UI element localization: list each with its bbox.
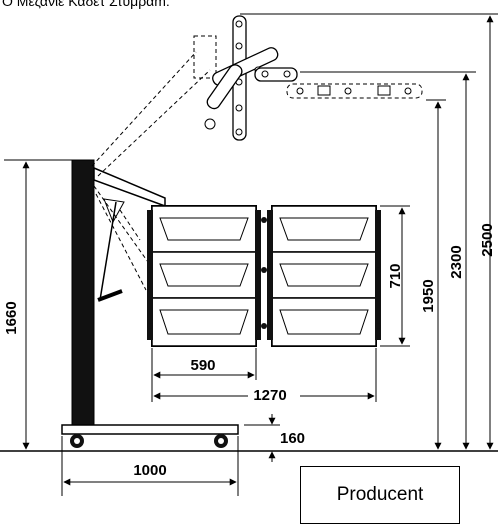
dashed-guide-3 [119, 209, 141, 241]
dim-2500-label: 2500 [479, 223, 496, 256]
dim-1270-label-bg [248, 384, 300, 400]
dim-160-label: 160 [280, 430, 305, 447]
producer-label-box: Producent [300, 466, 460, 524]
dim-1660-label: 1660 [3, 301, 20, 334]
right-wheel-hub [218, 438, 224, 444]
producer-label: Producent [336, 484, 424, 505]
dim-1950-label: 1950 [420, 279, 437, 312]
lever-handle [97, 289, 123, 302]
dashed-raise-1 [91, 51, 197, 167]
dashed-guide-1 [93, 185, 149, 263]
base-plate [61, 424, 239, 435]
dim-590-label: 590 [190, 357, 215, 374]
left-wheel-hub [74, 438, 80, 444]
dashed-raise-2 [97, 69, 211, 177]
dim-710-label: 710 [387, 263, 404, 288]
dim-2300-label: 2300 [448, 245, 465, 278]
dim-1000-label: 1000 [133, 462, 166, 479]
stand-column [71, 159, 95, 427]
lever [99, 201, 117, 301]
dim-1270-label: 1270 [253, 387, 286, 404]
title-text: Ο Μεζανίε Καδετ Στυμραm: [2, 0, 170, 9]
raised-bracket [193, 35, 217, 79]
heater-panels [147, 205, 381, 347]
raised-linkage [204, 15, 423, 141]
